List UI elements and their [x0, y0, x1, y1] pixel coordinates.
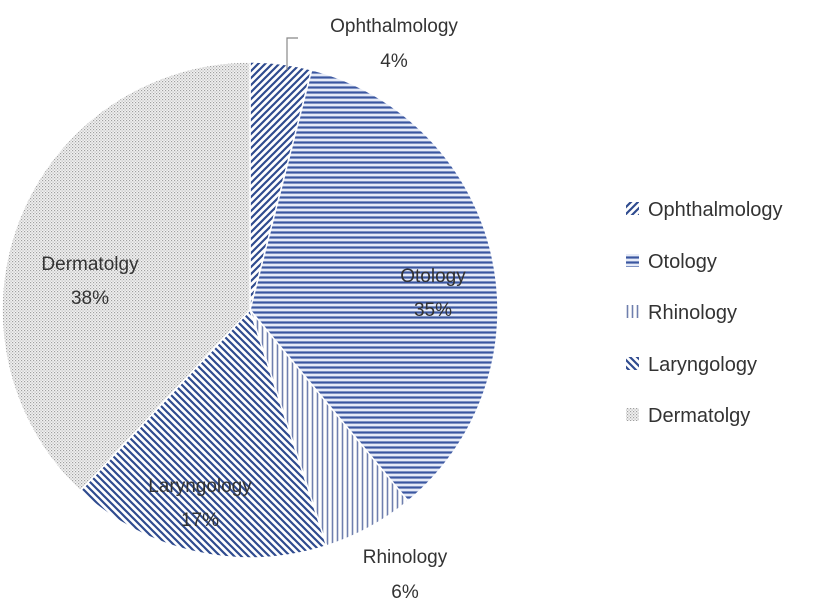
legend-label-dermatolgy: Dermatolgy — [648, 405, 750, 427]
legend-label-laryngology: Laryngology — [648, 354, 757, 376]
slice-label-rhinology: Rhinology — [363, 547, 448, 568]
legend-label-rhinology: Rhinology — [648, 302, 737, 324]
slice-value-laryngology: 17% — [181, 510, 219, 531]
slice-value-ophthalmology: 4% — [380, 51, 408, 72]
slice-value-otology: 35% — [414, 300, 452, 321]
legend-swatch-dermatolgy — [626, 408, 639, 421]
legend-swatch-otology — [626, 254, 639, 267]
legend-swatch-rhinology — [626, 305, 639, 318]
legend-swatch-ophthalmology — [626, 202, 639, 215]
slice-value-dermatolgy: 38% — [71, 288, 109, 309]
legend-label-otology: Otology — [648, 251, 717, 273]
pie-slice-otology — [249, 68, 499, 503]
legend-label-ophthalmology: Ophthalmology — [648, 199, 783, 221]
slice-value-rhinology: 6% — [391, 582, 419, 603]
slice-label-laryngology: Laryngology — [148, 476, 252, 497]
legend-swatch-laryngology — [626, 357, 639, 370]
pie-slice-laryngology — [79, 308, 328, 559]
legend: Ophthalmology Otology Rhinology Laryngol… — [626, 199, 783, 427]
pie-slice-dermatolgy — [1, 61, 251, 492]
slice-label-dermatolgy: Dermatolgy — [41, 254, 139, 275]
ophthalmology-leader-line — [286, 37, 298, 70]
slice-label-otology: Otology — [400, 266, 466, 287]
slice-label-ophthalmology: Ophthalmology — [330, 16, 458, 37]
